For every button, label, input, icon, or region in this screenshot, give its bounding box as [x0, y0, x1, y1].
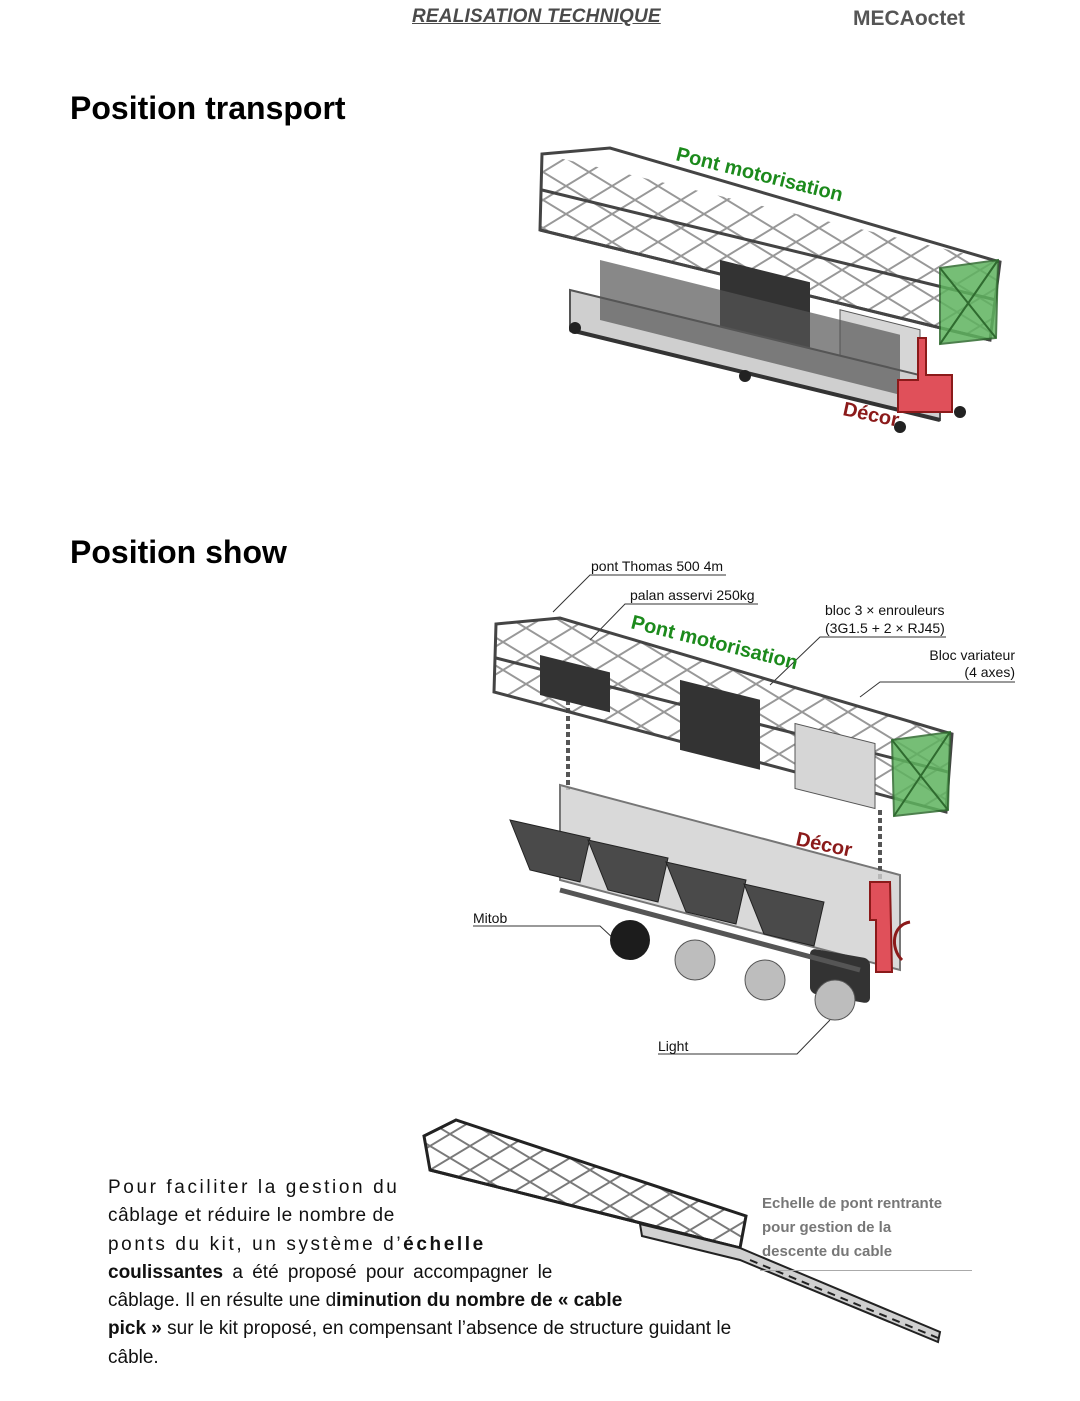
- paragraph-line-6-bold: pick »: [108, 1318, 162, 1340]
- paragraph-line-5-text: câblage. Il en résulte une d: [108, 1290, 337, 1312]
- paragraph-line-5-bold: iminution du nombre de « cable: [336, 1290, 623, 1312]
- side-note-line-3: descente du cable: [762, 1243, 893, 1260]
- transport-illustration: Pont motorisation Décor: [538, 144, 1002, 433]
- brand-name: MECAoctet: [853, 7, 966, 30]
- ladder-illustration: [422, 1118, 942, 1344]
- callout-mitob: Mitob: [473, 910, 508, 926]
- section-title-show: Position show: [70, 534, 287, 570]
- paragraph-line-6: pick » sur le kit proposé, en compensant…: [108, 1315, 790, 1343]
- callout-reels-line2: (3G1.5 + 2 × RJ45): [825, 620, 945, 636]
- paragraph-line-3-text: ponts du kit, un système d’: [108, 1233, 404, 1255]
- paragraph-line-4-bold: coulissantes: [108, 1261, 224, 1283]
- callout-hoist: palan asservi 250kg: [630, 587, 755, 603]
- paragraph-line-3-bold: échelle: [403, 1233, 486, 1255]
- paragraph-line-4: coulissantes a été proposé pour accompag…: [108, 1259, 790, 1287]
- paragraph-line-5: câblage. Il en résulte une diminution du…: [108, 1287, 790, 1315]
- side-note-line-2: pour gestion de la: [762, 1219, 892, 1236]
- side-note-line-1: Echelle de pont rentrante: [762, 1195, 943, 1212]
- paragraph-line-2: câblage et réduire le nombre de: [108, 1205, 395, 1227]
- paragraph-line-3: ponts du kit, un système d’échelle: [108, 1231, 790, 1259]
- side-note-divider: [760, 1270, 972, 1271]
- callout-dimmer-line2: (4 axes): [964, 664, 1015, 680]
- header-title: REALISATION TECHNIQUE: [412, 6, 661, 27]
- paragraph-line-4-text: a été proposé pour accompagner le: [223, 1261, 553, 1283]
- callout-light: Light: [658, 1038, 689, 1054]
- paragraph-line-1: Pour faciliter la gestion du: [108, 1177, 400, 1198]
- side-note: Echelle de pont rentrante pour gestion d…: [762, 1192, 972, 1264]
- show-illustration: Pont motorisation Décor: [492, 612, 954, 1021]
- paragraph-line-7: câble.: [108, 1346, 159, 1368]
- section-title-transport: Position transport: [70, 90, 346, 126]
- callout-truss: pont Thomas 500 4m: [591, 558, 724, 574]
- paragraph-line-6-text: sur le kit proposé, en compensant l’abse…: [161, 1318, 732, 1340]
- callout-dimmer-line1: Bloc variateur: [929, 647, 1015, 663]
- callout-reels-line1: bloc 3 × enrouleurs: [825, 602, 945, 618]
- description-paragraph: Pour faciliter la gestion du câblage et …: [108, 1174, 790, 1372]
